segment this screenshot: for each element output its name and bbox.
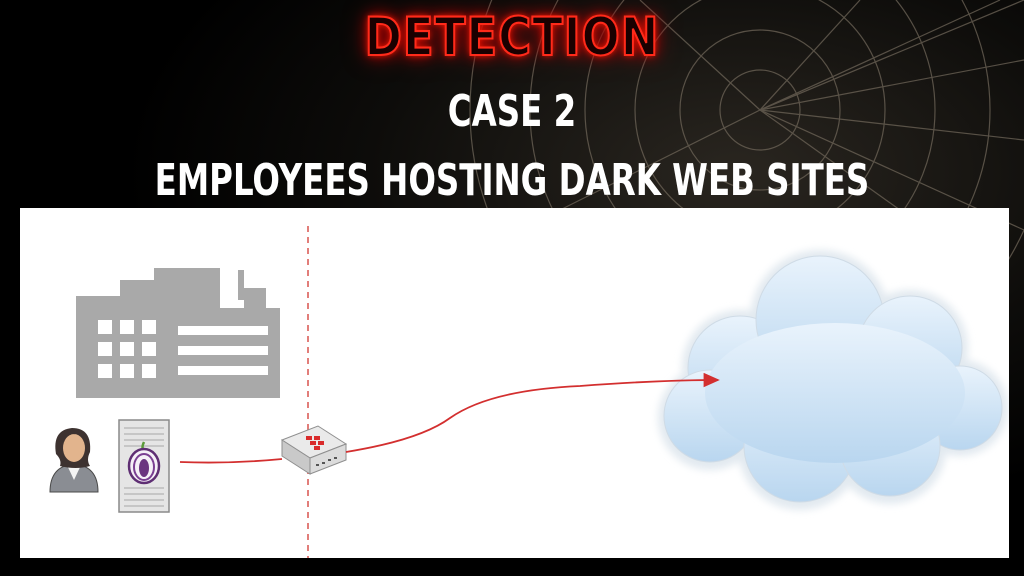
employee-avatar-icon <box>49 428 99 493</box>
title-area: DETECTION CASE 2 EMPLOYEES HOSTING DARK … <box>0 0 1024 210</box>
case-label: CASE 2 <box>447 86 577 137</box>
tor-server-icon <box>118 419 170 513</box>
firewall-appliance-icon <box>280 425 348 475</box>
building-icon <box>76 268 280 398</box>
network-diagram <box>49 226 1008 558</box>
diagram-panel <box>20 208 1009 558</box>
tor-onion-icon <box>127 441 161 485</box>
internet-cloud-icon <box>658 250 1008 510</box>
server-to-firewall-line <box>179 458 283 464</box>
slide-title: DETECTION <box>364 6 660 69</box>
slide-subtitle: EMPLOYEES HOSTING DARK WEB SITES <box>154 155 870 206</box>
outbound-traffic-arrow <box>345 372 720 453</box>
